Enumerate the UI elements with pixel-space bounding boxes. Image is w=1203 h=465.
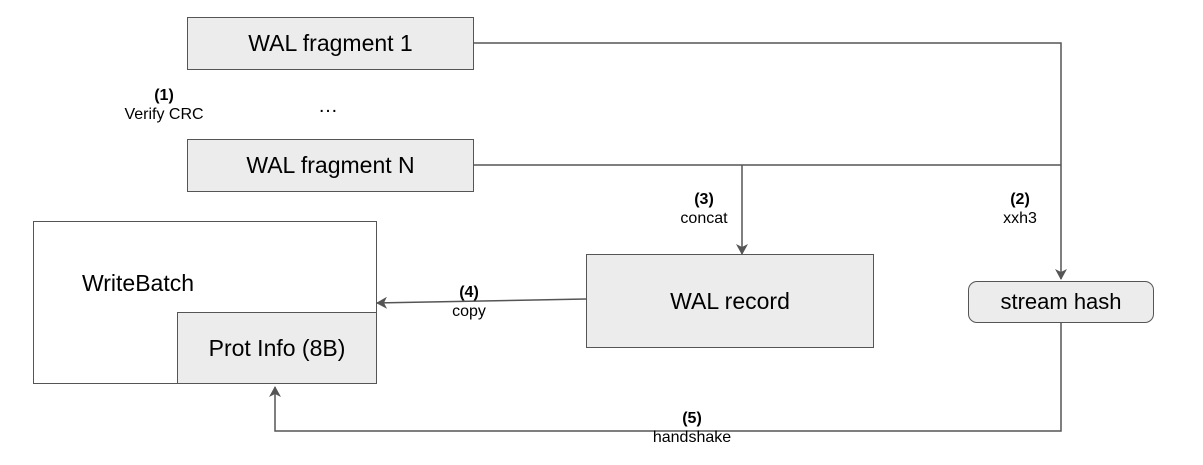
wal-record-label: WAL record [670,287,790,314]
step-1-label: (1) Verify CRC [104,86,224,124]
step-5-label: (5) handshake [632,409,752,447]
step-2-number: (2) [1010,191,1030,208]
step-1-text: Verify CRC [124,106,204,123]
handshake-arrow [269,323,1062,432]
step-4-text: copy [452,303,486,320]
write-batch-label: WriteBatch [81,270,195,296]
wal-record-box: WAL record [586,254,874,348]
wal-fragment-n-label: WAL fragment N [246,152,415,178]
step-4-number: (4) [459,284,479,301]
step-5-number: (5) [682,410,702,427]
stream-hash-box: stream hash [968,281,1154,323]
step-3-text: concat [680,210,728,227]
step-1-number: (1) [154,87,174,104]
prot-info-box: Prot Info (8B) [177,312,377,384]
step-2-label: (2) xxh3 [990,190,1050,228]
step-5-text: handshake [652,429,732,446]
step-4-label: (4) copy [438,283,500,321]
wal-fragment-1-box: WAL fragment 1 [187,17,474,70]
fragment1-to-hash-connector [474,42,1067,280]
step-3-number: (3) [694,191,714,208]
step-2-text: xxh3 [1003,210,1037,227]
wal-fragment-1-label: WAL fragment 1 [248,30,413,56]
stream-hash-label: stream hash [1000,289,1122,314]
ellipsis: … [318,95,338,117]
step-3-label: (3) concat [666,190,742,228]
wal-fragment-n-box: WAL fragment N [187,139,474,192]
copy-arrow [376,296,587,309]
prot-info-label: Prot Info (8B) [208,334,346,361]
